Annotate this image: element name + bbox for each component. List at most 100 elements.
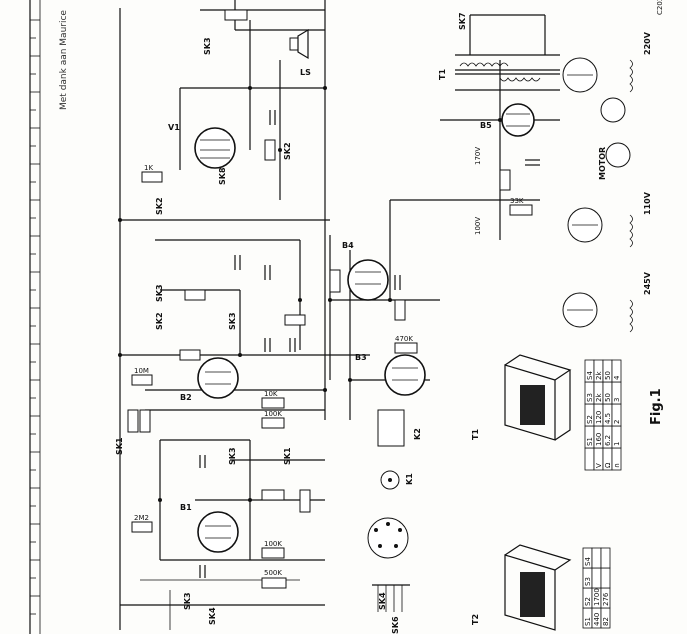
svg-text:SK4: SK4 <box>208 607 217 625</box>
motor-label: MOTOR <box>598 147 607 180</box>
svg-text:SK6: SK6 <box>391 616 400 634</box>
winding-table-t2: S1 S2 S3 S4 440 1700 82 276 <box>582 547 611 629</box>
svg-text:K1: K1 <box>405 473 414 485</box>
table-cell-text: 50 <box>604 371 612 380</box>
t2-drawing: T2 <box>471 544 572 631</box>
tube-b3: B3 <box>355 353 426 396</box>
tube-v1-label: V1 <box>168 123 180 132</box>
resistor-r19: 10M <box>131 367 153 386</box>
table-cell-text: S3 <box>584 577 592 586</box>
svg-text:SK3: SK3 <box>183 592 192 610</box>
table-cell-text: 3 <box>613 398 621 402</box>
svg-text:1K: 1K <box>144 164 153 172</box>
resistor-r1: 500K <box>261 569 287 589</box>
svg-text:100V: 100V <box>474 217 482 235</box>
connector-k1: K1 <box>380 470 414 490</box>
svg-text:SK8: SK8 <box>218 167 227 185</box>
table-cell-text: 1 <box>613 442 621 446</box>
table-cell-text: 4 <box>613 375 621 380</box>
resistor-r10: 10K <box>261 390 285 409</box>
resistor-r2: 100K <box>261 540 285 559</box>
table-cell-text: 50 <box>604 393 612 402</box>
capacitors <box>199 110 540 578</box>
t1-drawing-label: T1 <box>471 429 480 440</box>
resistor-r25: 33K <box>509 197 533 216</box>
svg-text:SK7: SK7 <box>458 12 467 30</box>
switch-labels: SK2 SK3 SK2 SK3 SK1 SK3 SK1 SK3 SK4 SK3 … <box>115 12 467 634</box>
table-cell-text: 4.5 <box>604 413 612 424</box>
svg-text:SK3: SK3 <box>203 37 212 55</box>
svg-text:10M: 10M <box>134 367 149 375</box>
tube-b5-label: B5 <box>480 121 492 130</box>
svg-text:SK3: SK3 <box>228 447 237 465</box>
resistor-r13: 2M2 <box>131 514 153 533</box>
main-wiring <box>119 0 560 630</box>
table-cell <box>600 567 611 589</box>
svg-text:SK1: SK1 <box>283 447 292 465</box>
svg-text:SK3: SK3 <box>155 284 164 302</box>
table-cell-text: 160 <box>595 433 603 446</box>
svg-text:170V: 170V <box>474 147 482 165</box>
table-cell-text: S1 <box>586 437 594 446</box>
credit-text: Met dank aan Maurice <box>59 10 69 110</box>
tube-b2-upper: B2 <box>180 357 239 402</box>
table-cell-text: S2 <box>584 597 592 606</box>
transformer-t1-symbol: T1 <box>438 62 560 82</box>
tube-b4-label: B4 <box>342 241 354 250</box>
switch-bank-sk4 <box>372 584 410 612</box>
table-cell-text: 1700 <box>593 588 601 606</box>
svg-text:SK1: SK1 <box>115 437 124 455</box>
table-cell <box>600 547 611 569</box>
speaker-ls: LS <box>289 28 311 77</box>
table-cell-text: 82 <box>602 617 610 626</box>
svg-text:100K: 100K <box>264 410 282 418</box>
table-cell-text: S1 <box>584 617 592 626</box>
t2-label: T2 <box>471 614 480 625</box>
table-cell-text: S4 <box>584 557 592 566</box>
table-cell-text: 276 <box>602 592 610 606</box>
table-cell <box>584 447 595 471</box>
table-cell-text: Ω <box>604 462 612 468</box>
tube-v1: V1 <box>168 123 236 169</box>
svg-text:K2: K2 <box>413 428 422 440</box>
svg-text:SK2: SK2 <box>155 312 164 330</box>
resistor-misc <box>127 9 511 513</box>
table-cell <box>591 547 602 569</box>
table-cell-text: 6.2 <box>604 435 612 446</box>
connector-k2: K2 <box>377 409 422 447</box>
tube-b5: B5 <box>480 103 535 137</box>
svg-text:33K: 33K <box>510 197 524 205</box>
ls-label: LS <box>300 68 311 77</box>
table-cell-text: 2k <box>595 393 603 402</box>
ruler-ticks <box>30 19 40 615</box>
t1-label: T1 <box>438 69 447 80</box>
svg-text:245V: 245V <box>643 271 652 295</box>
tube-b4: B4 <box>342 241 389 301</box>
svg-text:SK2: SK2 <box>283 142 292 160</box>
figure-code: C203 <box>656 0 664 15</box>
resistor-r32: 1K <box>141 164 163 183</box>
figure-label: Fig.1 <box>649 388 664 425</box>
table-cell-text: 2k <box>595 371 603 380</box>
table-cell-text: S4 <box>586 371 594 380</box>
svg-text:SK3: SK3 <box>228 312 237 330</box>
table-cell-text: 120 <box>595 411 603 424</box>
table-cell <box>591 567 602 589</box>
resistor-r17: 100K <box>261 410 285 429</box>
svg-text:10K: 10K <box>264 390 278 398</box>
svg-text:SK4: SK4 <box>378 592 387 610</box>
resistor-r28: 470K <box>394 335 418 354</box>
svg-text:SK2: SK2 <box>155 197 164 215</box>
tube-b2-label: B2 <box>180 393 192 402</box>
table-cell-text: 440 <box>593 613 601 626</box>
table-cell-text: S2 <box>586 415 594 424</box>
table-cell <box>611 359 622 383</box>
table-cell-text: 2 <box>613 420 621 424</box>
ruler-strip <box>29 0 41 634</box>
table-cell-text: S3 <box>586 393 594 402</box>
svg-text:110V: 110V <box>643 191 652 215</box>
t1-drawing: T1 <box>471 354 572 441</box>
